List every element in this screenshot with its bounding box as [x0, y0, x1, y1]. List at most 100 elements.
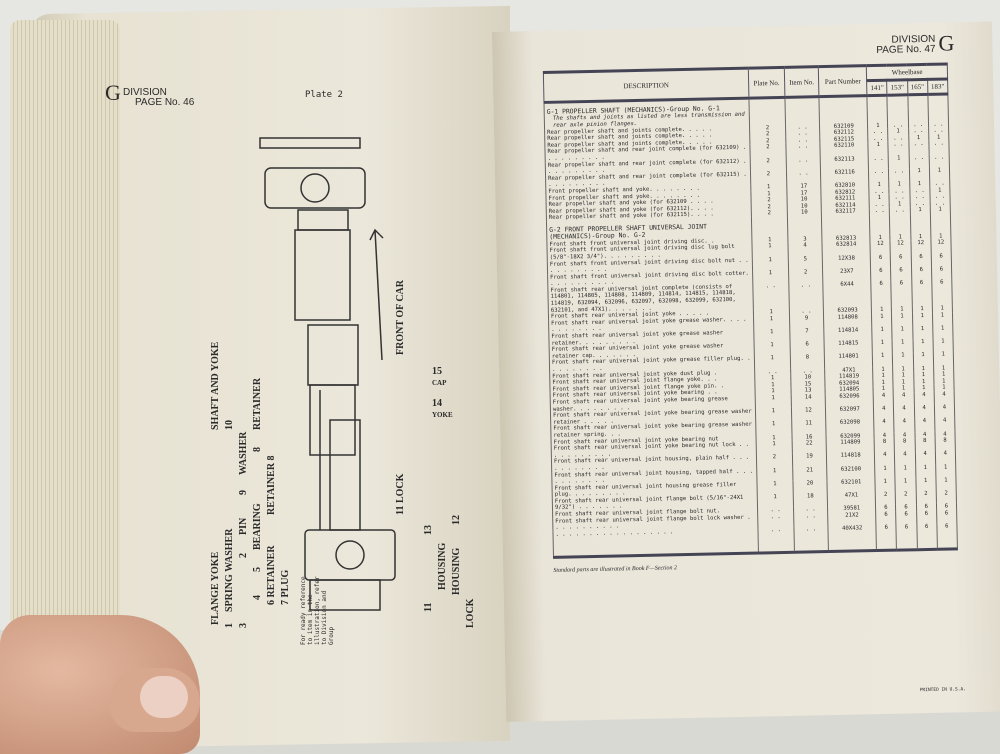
qty-153-cell: 4 [893, 405, 915, 420]
label-12: 12 [451, 515, 462, 525]
col-plate: Plate No. [748, 67, 785, 99]
qty-183-cell: 1 [933, 351, 954, 366]
label-14: 14 [432, 398, 442, 409]
propeller-shaft-drawing [259, 137, 396, 611]
qty-183-cell: 4 [934, 404, 955, 419]
col-wb-153: 153" [887, 79, 908, 96]
col-item: Item No. [784, 66, 820, 98]
plate-cell: 1 [757, 493, 794, 508]
label-1: 1 [224, 623, 235, 628]
col-wb-141: 141" [866, 80, 888, 96]
qty-165-cell: 1 [912, 339, 934, 353]
qty-183-cell: 12 [930, 239, 952, 254]
empty-cell [785, 110, 820, 125]
parts-list: DESCRIPTION Plate No. Item No. Part Numb… [543, 62, 958, 575]
qty-165-cell: 6 [910, 253, 932, 267]
page-edges [10, 20, 120, 710]
qty-141-cell: 1 [868, 142, 889, 156]
part-number-cell: 6X44 [823, 280, 872, 309]
plate-cell: 1 [752, 269, 789, 284]
plate-cell: 1 [756, 440, 793, 455]
qty-183-cell: 1 [929, 167, 950, 181]
qty-141-cell: 4 [874, 451, 896, 466]
item-cell: . . [793, 525, 829, 553]
label-8: 8 [252, 447, 263, 452]
qty-183-cell: 1 [935, 463, 956, 478]
qty-183-cell: 1 [935, 477, 957, 491]
part-number-cell: 632814 [822, 241, 871, 256]
empty-cell [887, 94, 908, 110]
division-letter: G [105, 80, 121, 105]
footer-note: Standard parts are illustrated in Book F… [553, 565, 678, 575]
qty-165-cell: 12 [910, 240, 932, 254]
plate-label: Plate 2 [305, 90, 343, 100]
col-description: DESCRIPTION [543, 68, 749, 103]
plate-cell: 1 [755, 394, 792, 409]
qty-141-cell: 6 [875, 511, 897, 525]
label-10: 10 [224, 420, 235, 430]
part-number-cell: 632113 [820, 155, 869, 170]
qty-165-cell: 4 [914, 451, 936, 465]
qty-141-cell: . . [868, 155, 889, 169]
label-3: 3 [238, 623, 249, 628]
qty-141-cell: 6 [870, 254, 891, 268]
item-cell: 12 [791, 407, 826, 422]
label-spring-washer: SPRING WASHER [224, 528, 235, 612]
item-cell: 9 [789, 314, 824, 329]
part-number-cell: 114801 [824, 353, 873, 368]
item-cell: . . [793, 512, 829, 527]
qty-165-cell: 4 [914, 418, 935, 432]
col-part-number: Part Number [818, 65, 868, 97]
qty-165-cell: . . [908, 141, 929, 155]
parts-table: DESCRIPTION Plate No. Item No. Part Numb… [543, 62, 958, 559]
label-housing: HOUSING [437, 542, 448, 590]
qty-141-cell: 2 [875, 491, 896, 506]
plate-cell: 1 [755, 421, 792, 436]
qty-153-cell: 1 [895, 464, 916, 479]
part-number-cell: 114815 [824, 340, 873, 355]
qty-153-cell: 6 [891, 280, 912, 307]
qty-153-cell: 1 [895, 477, 916, 492]
qty-153-cell: 1 [892, 352, 914, 367]
empty-cell [867, 109, 888, 123]
description-cell: . . . . . . . . . . . . . . . . . . [552, 527, 759, 558]
qty-183-cell: 1 [932, 338, 954, 353]
plate-cell: 1 [751, 243, 789, 258]
item-cell: . . [785, 143, 821, 158]
plate-cell: . . [757, 513, 794, 528]
qty-183-cell: . . [928, 154, 950, 168]
label-washer: WASHER [238, 431, 249, 475]
qty-183-cell: 6 [931, 266, 952, 280]
qty-153-cell: 4 [894, 451, 916, 466]
label-retainer-8: RETAINER 8 [266, 455, 277, 515]
label-pin: PIN [238, 517, 249, 535]
part-number-cell: 23X7 [822, 267, 872, 282]
qty-153-cell: . . [888, 168, 910, 182]
qty-183-cell: 8 [934, 437, 956, 452]
qty-153-cell: 4 [893, 392, 915, 406]
qty-141-cell: 4 [873, 405, 895, 420]
part-number-cell: 40X432 [828, 524, 877, 552]
division-letter: G [938, 30, 955, 56]
qty-183-cell: 2 [935, 490, 957, 504]
part-number-cell: 632096 [825, 393, 874, 408]
qty-165-cell: 4 [914, 404, 935, 419]
item-cell: 14 [790, 394, 826, 408]
empty-cell [819, 109, 868, 124]
shaft-diagram: SHAFT AND YOKE 10 RETAINER 8 WASHER 9 FL… [210, 130, 480, 630]
label-11: 11 [423, 602, 434, 612]
item-cell: 19 [792, 453, 827, 468]
qty-165-cell: 8 [914, 437, 936, 452]
qty-141-cell: . . [868, 168, 890, 183]
item-cell: 4 [787, 242, 823, 257]
qty-165-cell: 6 [911, 279, 933, 307]
qty-141-cell: 1 [871, 313, 893, 328]
qty-153-cell: 1 [892, 339, 913, 354]
qty-183-cell: 6 [936, 523, 958, 550]
plate-cell: 1 [754, 342, 791, 356]
col-wb-183: 183" [927, 78, 948, 95]
qty-153-cell: 6 [890, 253, 912, 268]
page-number: PAGE No. 47 [876, 43, 936, 56]
qty-183-cell: 4 [933, 391, 955, 405]
label-bearing: BEARING [252, 503, 263, 550]
